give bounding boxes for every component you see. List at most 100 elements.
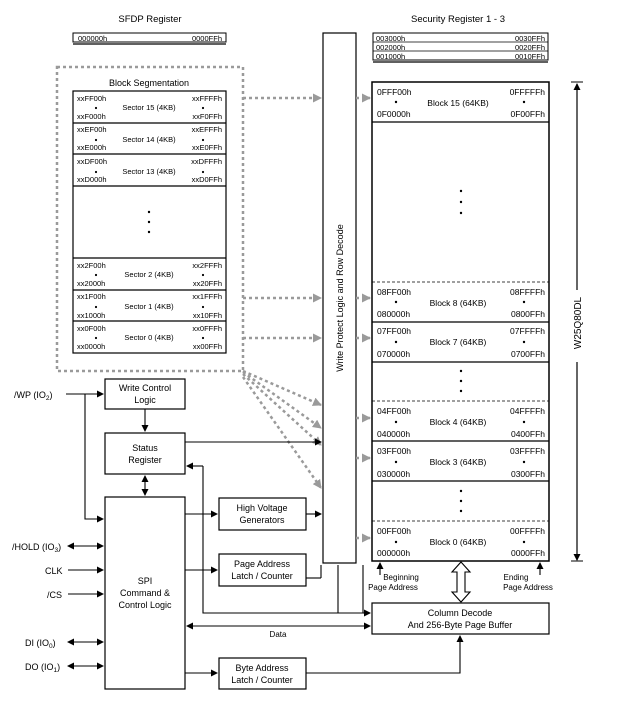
write-control-logic-block: Write Control Logic <box>104 378 186 410</box>
sector-high-address: xxFF00h <box>77 94 106 103</box>
byte-address-latch-block: Byte Address Latch / Counter <box>218 657 307 690</box>
sfdp-register: SFDP Register 000000h 0000FFh <box>72 14 227 45</box>
data-label: Data <box>270 630 287 639</box>
block-15: 0FFF00h 0FFFFFh Block 15 (64KB) 0F0000h … <box>377 87 545 119</box>
pin-do: DO (IO1) <box>25 662 60 674</box>
block-ellipsis <box>459 189 463 215</box>
block-7: 07FF00h 07FFFFh Block 7 (64KB) 070000h 0… <box>377 326 545 359</box>
block-name: Block 0 (64KB) <box>430 537 487 547</box>
chip-dimension: W25Q80DL <box>568 81 586 562</box>
sector-low-address: xx10FFh <box>193 311 222 320</box>
pin-wp: /WP (IO2) <box>14 390 52 402</box>
sector-high-address: xxEF00h <box>77 125 107 134</box>
pin-hold: /HOLD (IO3) <box>12 542 61 554</box>
sector-name: Sector 15 (4KB) <box>122 103 176 112</box>
sector-name: Sector 13 (4KB) <box>122 167 176 176</box>
security-row-end: 0010FFh <box>515 52 545 61</box>
block-label: Status <box>132 443 158 453</box>
block-label: And 256-Byte Page Buffer <box>408 620 512 630</box>
page-buffer-transfer-arrow <box>450 561 472 603</box>
block-low-address: 0000FFh <box>511 548 545 558</box>
block-label: Control Logic <box>118 600 172 610</box>
sector-high-address: xx2F00h <box>77 261 106 270</box>
block-low-address: 0300FFh <box>511 469 545 479</box>
security-row-end: 0030FFh <box>515 34 545 43</box>
sector-high-address: xx0FFFh <box>192 324 222 333</box>
block-high-address: 00FF00h <box>377 526 411 536</box>
block-0: 00FF00h 00FFFFh Block 0 (64KB) 000000h 0… <box>377 526 545 558</box>
block-ellipsis <box>459 489 463 513</box>
sector-low-address: xxF000h <box>77 112 106 121</box>
pin-labels: /WP (IO2) /HOLD (IO3) CLK /CS DI (IO0) D… <box>12 390 63 674</box>
block-label: Generators <box>239 515 285 525</box>
sector-14: xxEF00h xxEFFFh Sector 14 (4KB) xxE000h … <box>77 125 222 152</box>
chip-label: W25Q80DL <box>573 296 584 349</box>
block-high-address: 0FFFFFh <box>510 87 546 97</box>
write-protect-label: Write Protect Logic and Row Decode <box>335 224 345 371</box>
page-address-latch-block: Page Address Latch / Counter <box>218 553 307 587</box>
block-low-address: 000000h <box>377 548 410 558</box>
sector-low-address: xxD0FFh <box>192 175 222 184</box>
sector-low-address: xx20FFh <box>193 279 222 288</box>
status-register-block: Status Register <box>104 432 186 475</box>
security-title: Security Register 1 - 3 <box>411 14 505 25</box>
spi-control-logic-block: SPI Command & Control Logic <box>104 496 186 690</box>
block-label: Byte Address <box>235 663 289 673</box>
sector-name: Sector 2 (4KB) <box>124 270 174 279</box>
block-name: Block 15 (64KB) <box>427 98 489 108</box>
block-name: Block 4 (64KB) <box>430 417 487 427</box>
sector-2: xx2F00h xx2FFFh Sector 2 (4KB) xx2000h x… <box>77 261 222 288</box>
block-low-address: 030000h <box>377 469 410 479</box>
block-low-address: 0F0000h <box>377 109 411 119</box>
beginning-label: Page Address <box>368 583 418 592</box>
block-high-address: 0FFF00h <box>377 87 412 97</box>
block-ellipsis <box>459 369 463 393</box>
row-decode-arrows <box>356 93 371 543</box>
block-3: 03FF00h 03FFFFh Block 3 (64KB) 030000h 0… <box>377 446 545 479</box>
block-low-address: 0400FFh <box>511 429 545 439</box>
block-label: Latch / Counter <box>231 675 293 685</box>
sector-1: xx1F00h xx1FFFh Sector 1 (4KB) xx1000h x… <box>77 292 222 320</box>
block-high-address: 07FFFFh <box>510 326 545 336</box>
sector-low-address: xx0000h <box>77 342 105 351</box>
sector-high-address: xxDFFFh <box>191 157 222 166</box>
sfdp-end: 0000FFh <box>192 34 222 43</box>
memory-array: 0FFF00h 0FFFFFh Block 15 (64KB) 0F0000h … <box>371 81 550 562</box>
sector-13: xxDF00h xxDFFFh Sector 13 (4KB) xxD000h … <box>77 157 222 184</box>
pin-cs: /CS <box>47 590 62 600</box>
block-8: 08FF00h 08FFFFh Block 8 (64KB) 080000h 0… <box>377 287 545 319</box>
block-low-address: 0F00FFh <box>511 109 546 119</box>
security-row-start: 002000h <box>376 43 405 52</box>
security-registers: Security Register 1 - 3 003000h 0030FFh … <box>372 14 549 63</box>
wire-labels: Beginning Page Address Ending Page Addre… <box>270 573 553 639</box>
security-row-start: 003000h <box>376 34 405 43</box>
block-low-address: 0800FFh <box>511 309 545 319</box>
column-decode-block: Column Decode And 256-Byte Page Buffer <box>371 602 550 635</box>
sector-low-address: xx1000h <box>77 311 105 320</box>
segmentation-title: Block Segmentation <box>109 78 189 88</box>
block-high-address: 04FFFFh <box>510 406 545 416</box>
sector-high-address: xxFFFFh <box>192 94 222 103</box>
sector-high-address: xx2FFFh <box>192 261 222 270</box>
connection-wires <box>66 390 544 677</box>
block-label: Column Decode <box>428 608 493 618</box>
sector-low-address: xxF0FFh <box>192 112 222 121</box>
sector-name: Sector 14 (4KB) <box>122 135 176 144</box>
sfdp-title: SFDP Register <box>118 14 181 25</box>
block-high-address: 07FF00h <box>377 326 411 336</box>
sector-high-address: xx0F00h <box>77 324 106 333</box>
block-label: Register <box>128 455 162 465</box>
sector-low-address: xx00FFh <box>193 342 222 351</box>
block-high-address: 08FFFFh <box>510 287 545 297</box>
sector-name: Sector 1 (4KB) <box>124 302 174 311</box>
ending-label: Page Address <box>503 583 553 592</box>
beginning-label: Beginning <box>383 573 419 582</box>
pin-di: DI (IO0) <box>25 638 56 650</box>
block-high-address: 03FFFFh <box>510 446 545 456</box>
block-name: Block 3 (64KB) <box>430 457 487 467</box>
block-label: High Voltage <box>236 503 287 513</box>
block-4: 04FF00h 04FFFFh Block 4 (64KB) 040000h 0… <box>377 406 545 439</box>
status-arrows <box>242 370 322 430</box>
block-label: Latch / Counter <box>231 571 293 581</box>
